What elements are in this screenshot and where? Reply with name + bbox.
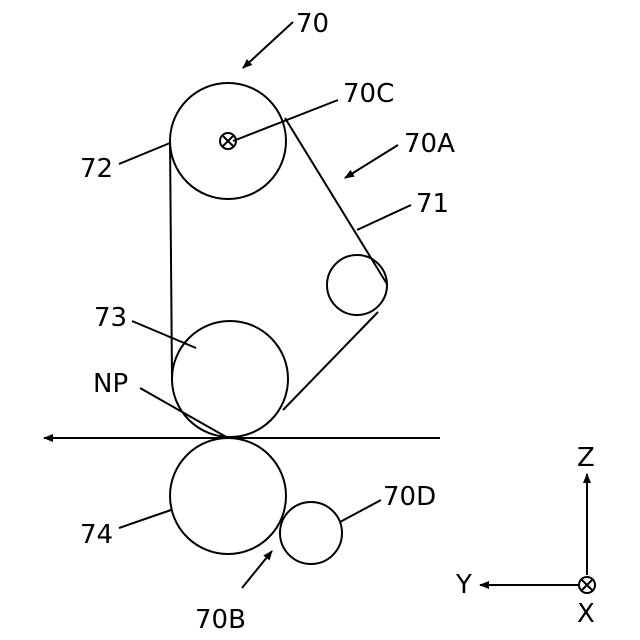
leader-np (140, 388, 228, 438)
label-72: 72 (80, 154, 113, 184)
leader-70b (242, 551, 272, 588)
axis-label-y: Y (455, 570, 472, 600)
belt-left-run (170, 140, 172, 378)
tension-roller (327, 255, 387, 315)
label-70b: 70B (195, 605, 246, 635)
label-74: 74 (80, 520, 113, 550)
leader-72 (119, 143, 170, 164)
nip-roller-73 (172, 321, 288, 437)
label-73: 73 (94, 303, 127, 333)
label-71: 71 (416, 189, 449, 219)
leader-70a (345, 145, 398, 178)
leader-71 (357, 205, 411, 230)
leader-70 (243, 22, 293, 68)
axis-label-z: Z (577, 443, 595, 473)
belt-lower-right-run (283, 312, 378, 410)
leader-73 (132, 321, 196, 348)
leader-70d (340, 500, 381, 522)
leader-74 (119, 510, 171, 528)
axis-label-x: X (577, 599, 595, 629)
small-roller-70d (280, 502, 342, 564)
label-70a: 70A (404, 129, 455, 159)
coordinate-axes: Z Y X (455, 443, 595, 629)
label-70c: 70C (343, 79, 394, 109)
label-np: NP (93, 369, 128, 399)
label-70d: 70D (383, 482, 436, 512)
label-70: 70 (296, 9, 329, 39)
belt (170, 118, 387, 410)
bottom-roller-74 (170, 438, 286, 554)
x-axis-into-page-icon (579, 577, 595, 593)
